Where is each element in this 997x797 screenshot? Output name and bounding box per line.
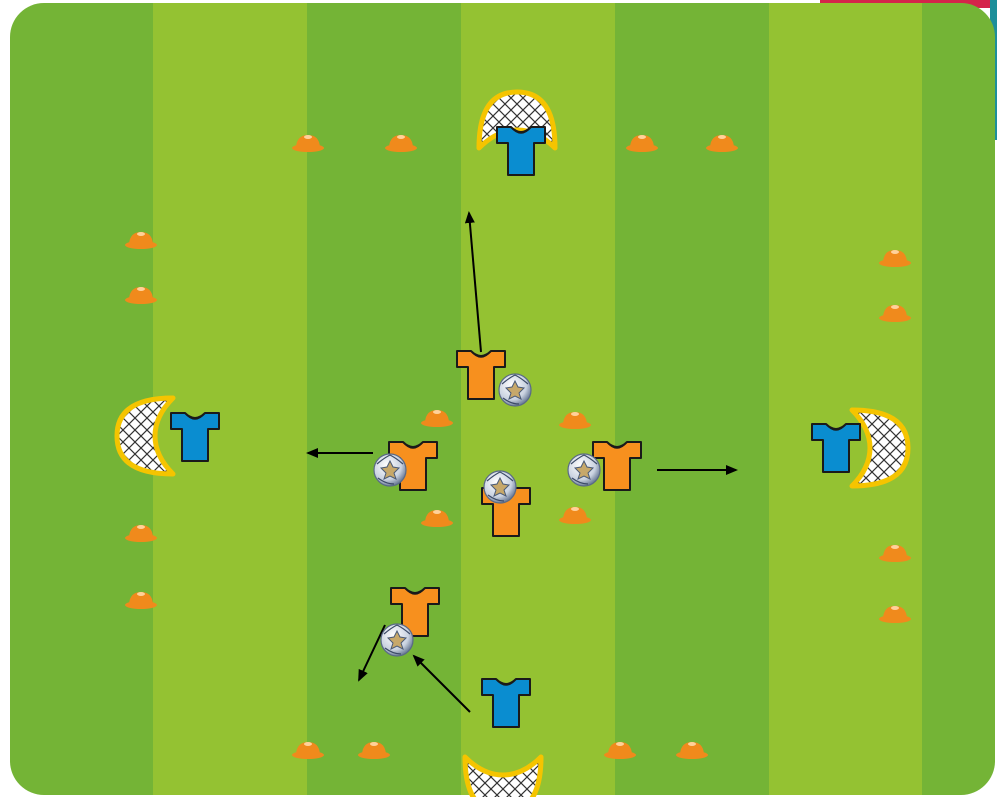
soccer-ball-icon <box>381 624 413 656</box>
soccer-ball-icon <box>374 454 406 486</box>
pitch-stripe <box>769 3 922 797</box>
soccer-ball-icon <box>568 454 600 486</box>
pitch-stripe <box>153 3 307 797</box>
soccer-ball-icon <box>484 471 516 503</box>
soccer-ball-icon <box>499 374 531 406</box>
